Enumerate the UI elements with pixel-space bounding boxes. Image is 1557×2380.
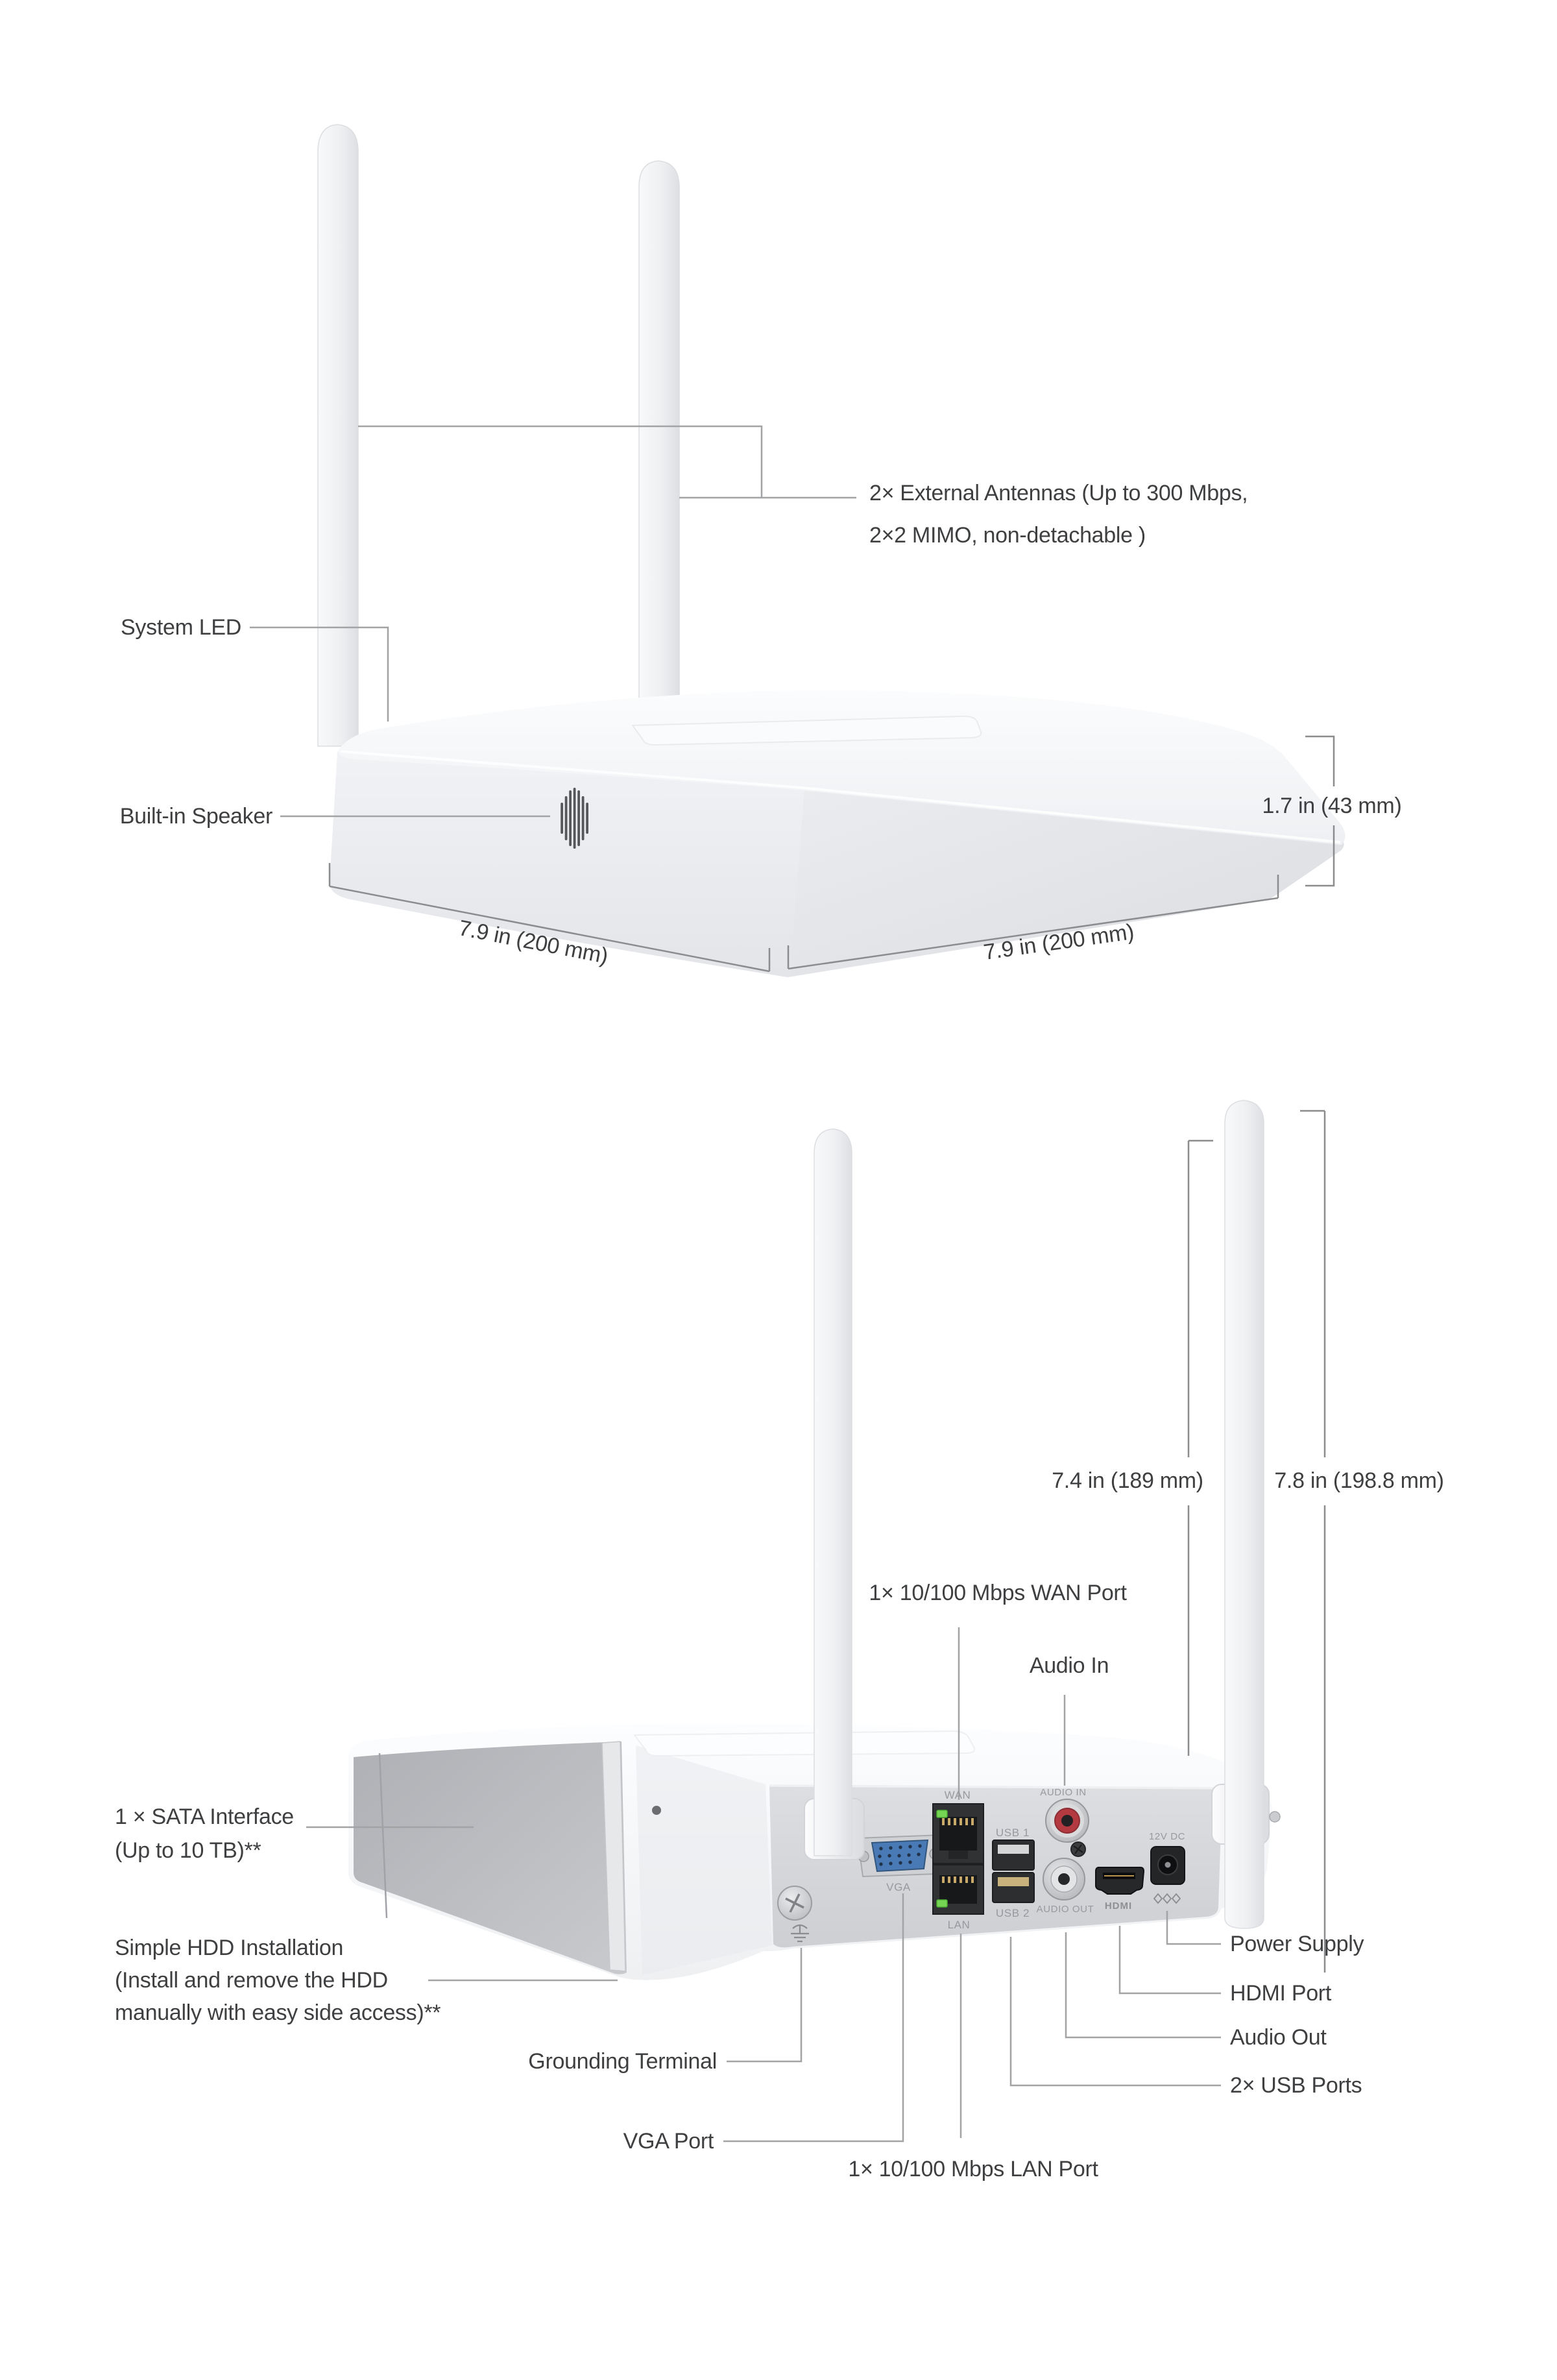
hdmi-leader-line [1118,1926,1221,1995]
device2-top-recess [633,1730,976,1757]
antenna-height-74-label: 7.4 in (189 mm) [1052,1468,1203,1493]
panel-lan-label: LAN [947,1919,971,1931]
device2-corner-shade [636,1745,772,1975]
hdd-label-line3: manually with easy side access)** [115,2000,441,2025]
antenna-dim-78 [1300,1110,1326,1973]
device1-top-face [338,690,1346,845]
device2-dimension-lines [1187,1110,1326,1973]
wan-port-label: 1× 10/100 Mbps WAN Port [869,1581,1127,1605]
grounding-label: Grounding Terminal [528,2049,717,2074]
grounding-leader-line [727,1948,803,2063]
device2-hdd-side-panel [354,1742,627,1974]
panel-audio-out-label: AUDIO OUT [1036,1904,1094,1915]
hdmi-port [1095,1867,1145,1895]
ground-symbol-icon [791,1924,809,1943]
antenna2-left-icon [814,1128,852,1856]
panel-dc-label: 12V DC [1148,1831,1186,1842]
dc-jack [1150,1846,1185,1885]
usb-leader-line [1009,1937,1221,2087]
corner-screw-icon [652,1806,661,1815]
device-rear-view [348,1100,1281,1980]
device1-top-recess [631,715,982,746]
vga-port-label: VGA Port [623,2129,714,2154]
audio-in-label: Audio In [1029,1653,1109,1678]
antenna-label-line1: 2× External Antennas (Up to 300 Mbps, [869,481,1248,505]
hinge-screw-icon [1269,1811,1281,1823]
device1-right-face [785,785,1344,977]
antenna-right-icon [638,160,680,789]
panel-vga-label: VGA [886,1881,911,1893]
usb1-port [992,1840,1035,1871]
wan-led-icon [936,1810,948,1818]
vga-leader-line [723,1893,904,2143]
vga-port [856,1834,942,1878]
audio-out-jack [1043,1858,1085,1900]
antenna-height-78-label: 7.8 in (198.8 mm) [1274,1468,1444,1493]
antenna2-right-icon [1224,1100,1264,1929]
polarity-icon [1153,1893,1181,1904]
device1-dimension-lines [328,735,1335,973]
hdd-label-line1: Simple HDD Installation [115,1936,344,1960]
audio-in-jack [1045,1799,1089,1843]
antennas-leader-line [358,425,856,499]
hdd-door-edge [601,1741,626,1972]
speaker-grille-icon [561,788,588,849]
panel-usb2-label: USB 2 [995,1907,1030,1919]
system-led-leader-line [250,626,389,722]
audio-out-leader-line [1065,1932,1221,2039]
device-top-view [317,124,1346,977]
hdd-label-line2: (Install and remove the HDD [115,1968,388,1993]
antenna-label-line2: 2×2 MIMO, non-detachable ) [869,523,1146,548]
hdmi-port-label: HDMI Port [1230,1981,1331,2006]
width-dim-line [328,863,771,973]
grounding-terminal [777,1886,812,1943]
antenna-left-icon [317,124,359,747]
usb-ports-label: 2× USB Ports [1230,2073,1362,2098]
antenna-dim-74 [1187,1139,1213,1756]
height-dimension-label: 1.7 in (43 mm) [1262,794,1402,818]
system-led-label: System LED [121,615,241,640]
panel-usb1-label: USB 1 [995,1827,1030,1839]
device1-edge-highlight [340,750,1341,844]
sata-label-line2: (Up to 10 TB)** [115,1838,261,1863]
device1-front-face [330,750,804,977]
depth-dim-line [787,875,1279,970]
audio-out-label: Audio Out [1230,2025,1327,2050]
sata-label-line1: 1 × SATA Interface [115,1804,294,1829]
panel-hdmi-label: HDMI [1104,1900,1133,1912]
lan-led-icon [936,1899,948,1908]
usb2-port [992,1872,1035,1903]
panel-audio-in-label: AUDIO IN [1040,1787,1087,1798]
hdd-door-seam [378,1753,388,1919]
power-supply-label: Power Supply [1230,1932,1364,1956]
height-dim-bracket [1305,735,1335,887]
speaker-label: Built-in Speaker [119,804,273,829]
power-leader-line [1166,1911,1221,1945]
panel-wan-label: WAN [944,1789,971,1801]
device2-leader-lines [306,1627,1221,2143]
wan-port [932,1803,984,1864]
panel-screw-icon [1070,1841,1086,1857]
lan-port-label: 1× 10/100 Mbps LAN Port [848,2157,1098,2181]
lan-port [932,1864,984,1915]
device1-leader-lines [250,425,856,818]
